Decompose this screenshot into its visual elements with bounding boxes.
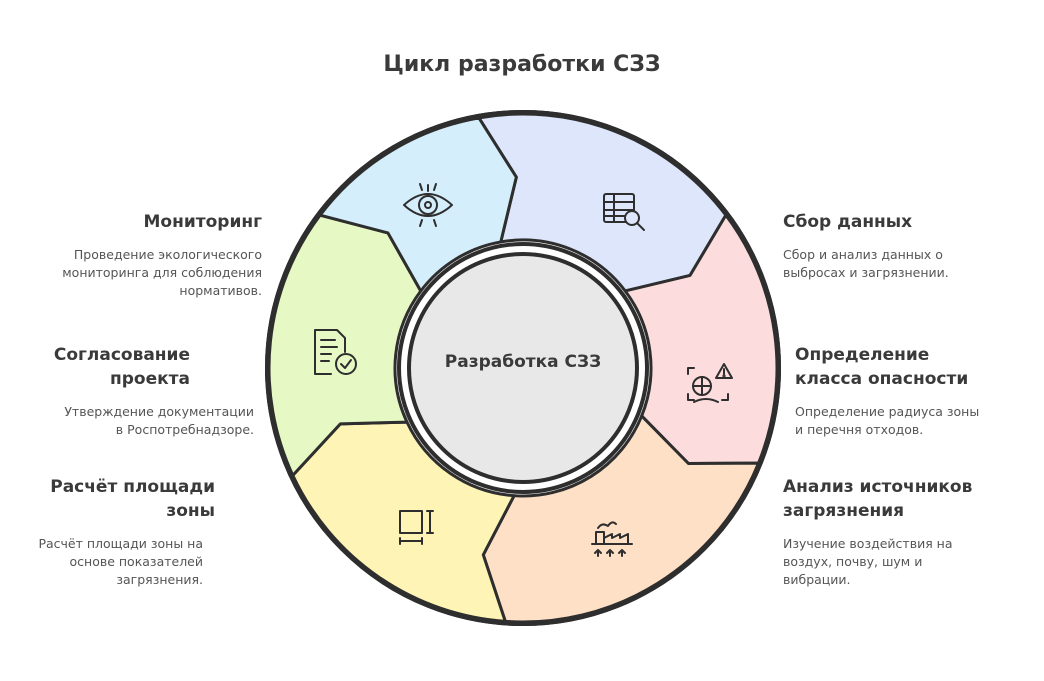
sector-data-collection (477, 112, 728, 293)
outer-ring-border (265, 110, 781, 626)
factory-emissions-icon (591, 521, 633, 557)
sector-source-analysis (481, 414, 761, 624)
step-title: Мониторинг (143, 212, 263, 232)
hazard-scan-icon (687, 363, 733, 403)
table-search-icon (603, 193, 645, 231)
document-check-icon (314, 329, 357, 375)
eye-monitor-icon (403, 183, 453, 227)
area-measure-icon (399, 510, 434, 545)
center-circle (407, 252, 639, 484)
center-label: Разработка СЗЗ (445, 352, 601, 372)
step-title: Сбор данных (783, 212, 913, 232)
diagram-title: Цикл разработки СЗЗ (383, 52, 661, 77)
